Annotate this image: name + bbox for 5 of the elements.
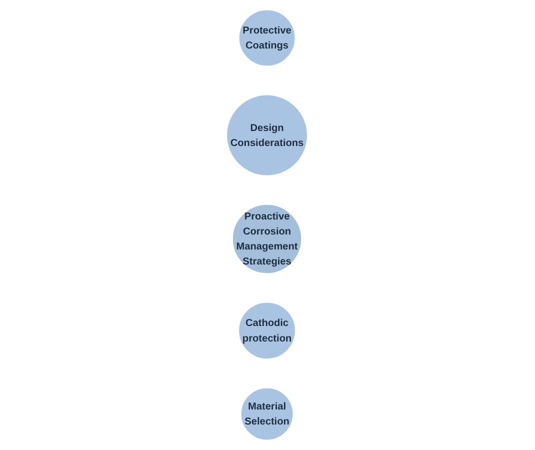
node-circle: Protective Coatings [238,8,297,68]
node-circle: Cathodic protection [238,301,298,360]
node-circle: Material Selection [240,386,295,442]
node-circle: Design Considerations [226,94,310,177]
node-circle: Proactive Corrosion Management Strategies [232,203,304,275]
